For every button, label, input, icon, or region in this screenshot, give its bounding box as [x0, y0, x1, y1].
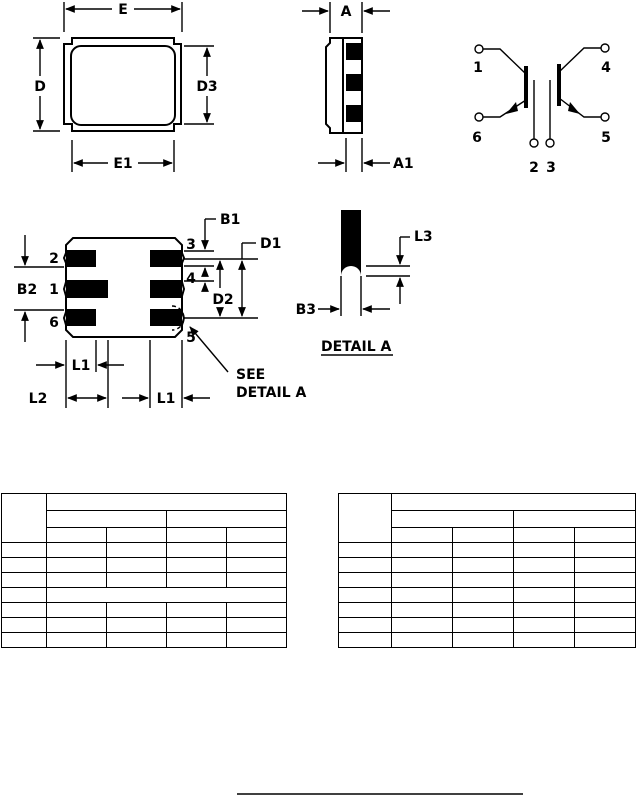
dim-l3-label: L3 [414, 229, 433, 245]
see-detail-leader [189, 326, 229, 373]
transistor-schematic: 1 4 6 5 2 3 [472, 43, 611, 176]
bottom-pin-label-6: 6 [49, 315, 59, 331]
dim-d2-label: D2 [212, 292, 233, 308]
table-row [1, 557, 287, 573]
dimension-table-right [338, 493, 636, 648]
table-row [1, 602, 287, 618]
side-view-body [325, 37, 344, 134]
dim-d1-label: D1 [260, 236, 281, 252]
schematic-pin-2 [529, 138, 539, 148]
table-right-header-sub-b [513, 510, 636, 528]
table-row [338, 572, 636, 588]
bottom-pad-3 [150, 250, 182, 267]
table-row [1, 617, 287, 633]
table-left-header-cell [46, 527, 107, 543]
table-left-header-cell [106, 527, 167, 543]
table-row [338, 542, 636, 558]
dim-b1-label: B1 [220, 212, 240, 228]
dimension-table-left [1, 493, 287, 648]
bottom-view: 2 1 6 3 4 5 B2 B1 D2 D1 [14, 212, 306, 408]
detail-a: L3 B3 DETAIL A [296, 210, 433, 356]
dim-e-label: E [118, 2, 128, 18]
table-row [338, 617, 636, 633]
table-row [1, 542, 287, 558]
table-row [1, 632, 287, 648]
top-view: E E1 D D3 [33, 2, 218, 172]
table-row [338, 602, 636, 618]
schematic-pin-3 [545, 138, 555, 148]
dim-d3-label: D3 [196, 79, 217, 95]
table-row [1, 572, 287, 588]
schematic-pin-label-2: 2 [529, 160, 539, 176]
table-row [338, 557, 636, 573]
dim-d-label: D [34, 79, 46, 95]
schematic-pin-1 [474, 44, 484, 54]
dim-a-label: A [341, 4, 352, 20]
side-view: A A1 [302, 2, 414, 172]
table-right-header-cell [513, 527, 575, 543]
bottom-pin-label-4: 4 [186, 271, 196, 287]
schematic-pin-label-4: 4 [601, 60, 611, 76]
table-left-header-cell [226, 527, 287, 543]
schematic-pin-label-1: 1 [473, 60, 483, 76]
table-right-header-cell [452, 527, 514, 543]
dim-b3-label: B3 [296, 302, 316, 318]
dim-l2-label: L2 [29, 391, 48, 407]
schematic-pin-5 [600, 112, 610, 122]
detail-a-lead [341, 210, 361, 276]
schematic-pin-label-3: 3 [546, 160, 556, 176]
bottom-pin-label-5: 5 [186, 330, 196, 346]
top-view-outer-outline [63, 37, 182, 132]
dim-b2-label: B2 [17, 282, 37, 298]
bottom-pad-4 [150, 280, 182, 298]
table-left-header-cell [166, 527, 227, 543]
table-right-header-cell [574, 527, 636, 543]
see-detail-note-line2: DETAIL A [236, 385, 306, 401]
table-row [1, 587, 287, 603]
bottom-pad-2 [66, 250, 96, 267]
table-right-header-sub-a [391, 510, 514, 528]
schematic-pin-label-5: 5 [601, 130, 611, 146]
detail-a-title: DETAIL A [321, 339, 391, 355]
bottom-pad-5 [150, 309, 182, 326]
schematic-pin-label-6: 6 [472, 130, 482, 146]
top-view-inner-outline [70, 45, 176, 126]
side-view-lead-3 [346, 105, 362, 122]
side-view-lead-2 [346, 74, 362, 91]
bottom-view-outline [62, 237, 186, 338]
dim-l1-left-label: L1 [72, 358, 91, 374]
table-left-header-symbol [1, 493, 47, 543]
bottom-pin-label-1: 1 [49, 282, 59, 298]
table-row [338, 632, 636, 648]
table-row [338, 587, 636, 603]
bottom-pad-6 [66, 309, 96, 326]
table-right-header-cell [391, 527, 453, 543]
dim-l1-right-label: L1 [157, 391, 176, 407]
table-right-header-symbol [338, 493, 392, 543]
dim-e1-label: E1 [113, 156, 132, 172]
table-left-header-group [46, 493, 287, 511]
side-view-lead-1 [346, 43, 362, 60]
schematic-pin-6 [474, 112, 484, 122]
bottom-pin-label-3: 3 [186, 237, 196, 253]
table-left-header-sub-b [166, 510, 287, 528]
schematic-pin-4 [600, 43, 610, 53]
bottom-pad-1 [66, 280, 108, 298]
dim-a1-label: A1 [393, 156, 414, 172]
bottom-pin-label-2: 2 [49, 251, 59, 267]
table-right-header-group [391, 493, 636, 511]
table-left-header-sub-a [46, 510, 167, 528]
see-detail-note-line1: SEE [236, 367, 265, 383]
